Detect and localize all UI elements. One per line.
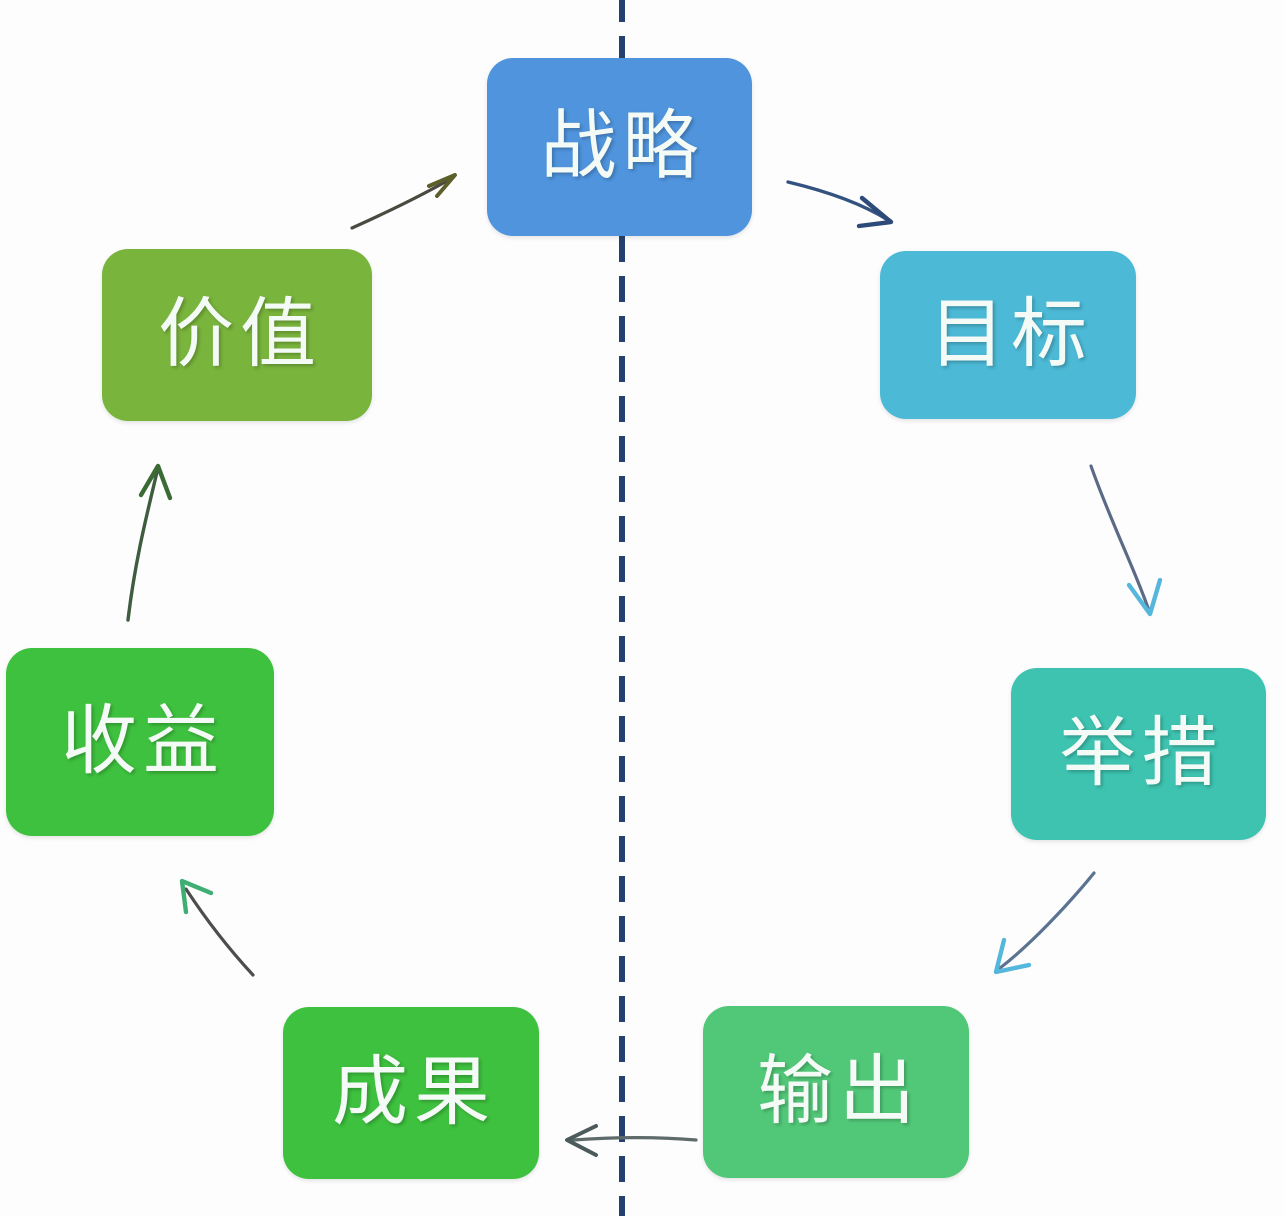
node-benefits[interactable]: 收益 [6,648,274,836]
edge-benefits-to-value [126,463,173,622]
node-value-label: 价值 [158,292,322,377]
node-goal[interactable]: 目标 [880,251,1136,419]
edge-strategy-to-goal [786,180,894,229]
node-output-label: 输出 [757,1049,921,1134]
node-measures-label: 举措 [1059,711,1224,796]
node-results-label: 成果 [332,1050,496,1135]
node-strategy-label: 战略 [540,104,705,189]
node-results[interactable]: 成果 [283,1007,539,1179]
node-value[interactable]: 价值 [102,249,372,421]
edge-results-to-benefits [179,878,255,977]
node-goal-label: 目标 [929,292,1093,377]
edge-goal-to-measures [1089,464,1163,617]
edge-measures-to-output [993,871,1096,975]
node-output[interactable]: 输出 [703,1006,969,1178]
node-benefits-label: 收益 [61,699,225,784]
edge-value-to-strategy [350,173,457,230]
edge-output-to-results [565,1124,698,1157]
node-strategy[interactable]: 战略 [487,58,752,236]
node-measures[interactable]: 举措 [1011,668,1266,840]
